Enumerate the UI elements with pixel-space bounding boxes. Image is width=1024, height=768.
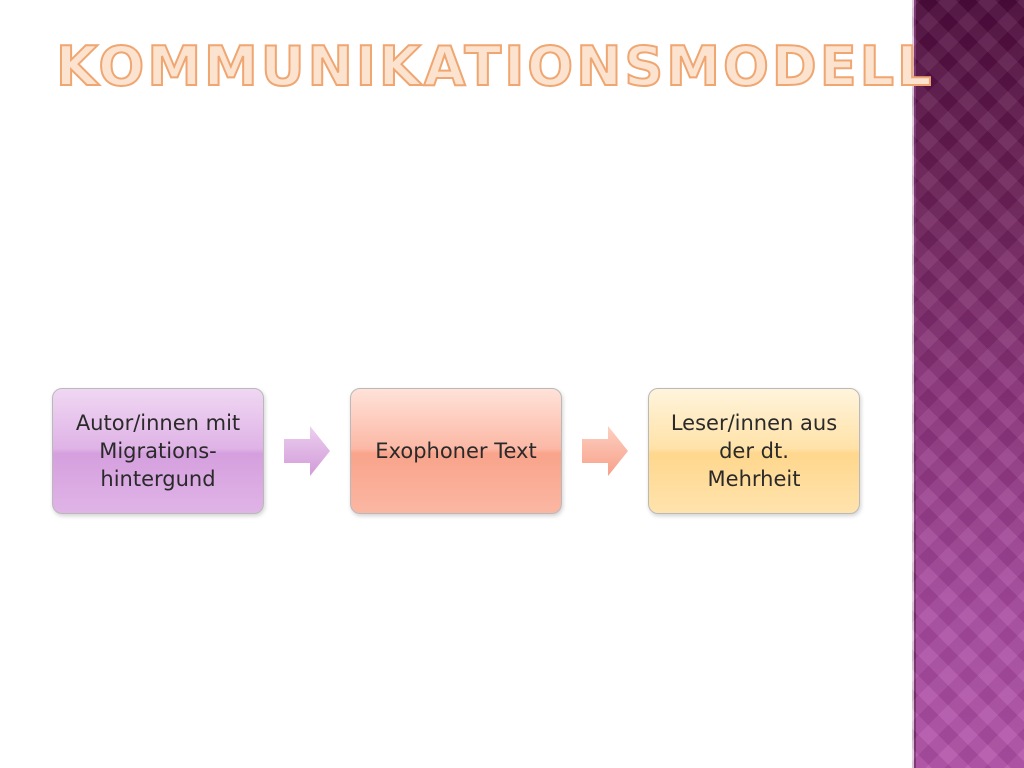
arrow-right-icon xyxy=(284,426,330,476)
diagram-node-readers-label: Leser/innen aus der dt. Mehrheit xyxy=(670,411,838,491)
decorative-side-band xyxy=(912,0,1024,768)
diagram-node-text-label: Exophoner Text xyxy=(375,439,537,463)
arrow-right-icon xyxy=(582,426,628,476)
diagram-node-text: Exophoner Text xyxy=(350,388,562,514)
diagram-node-readers: Leser/innen aus der dt. Mehrheit xyxy=(648,388,860,514)
diagram-node-authors: Autor/innen mit Migrations- hintergund xyxy=(52,388,264,514)
slide-title: Kommunikationsmodell xyxy=(55,35,935,98)
diagram-node-authors-label: Autor/innen mit Migrations- hintergund xyxy=(75,411,241,491)
